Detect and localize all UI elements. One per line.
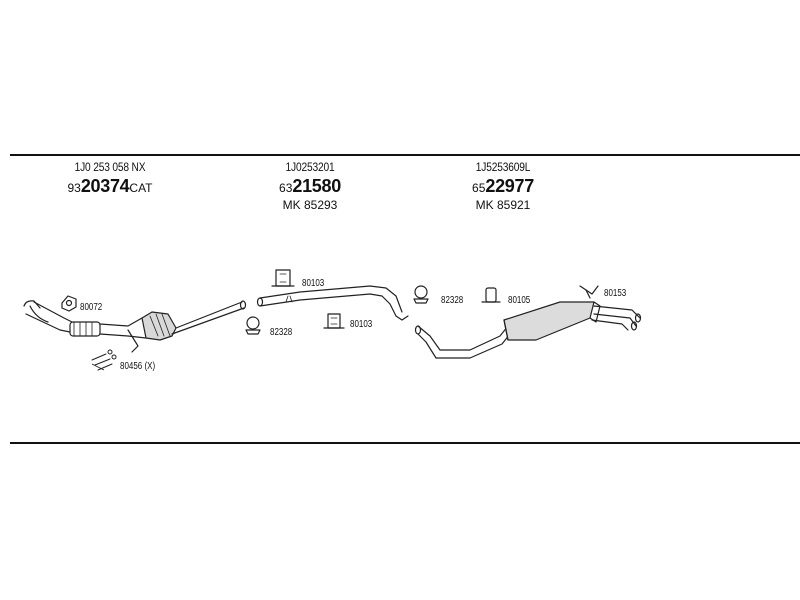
clamp-icon (245, 316, 261, 335)
top-divider (10, 154, 800, 156)
part-main: 21580 (292, 176, 341, 196)
bottom-divider (10, 442, 800, 444)
bracket-icon (579, 285, 599, 299)
part-prefix: 93 (67, 181, 81, 195)
middle-pipe-drawing (256, 285, 409, 321)
part-suffix: CAT (129, 181, 153, 195)
oe-number: 1J5253609L (475, 160, 531, 174)
section-rear-silencer: 1J5253609L 6522977 MK 85921 (433, 160, 573, 212)
gasket-icon (61, 295, 77, 312)
label-hanger-top: 80103 (302, 278, 325, 289)
part-number: 6522977 (433, 176, 573, 197)
catalytic-converter-drawing (23, 300, 247, 353)
hanger-icon (481, 287, 501, 303)
mk-number: MK 85293 (282, 198, 338, 212)
rear-silencer-drawing (414, 301, 642, 359)
section-catalytic-converter: 1J0 253 058 NX 9320374CAT (40, 160, 180, 197)
oe-number: 1J0 253 058 NX (74, 160, 146, 174)
label-hanger-lower: 80103 (350, 319, 373, 330)
section-middle-pipe: 1J0253201 6321580 MK 85293 (240, 160, 380, 212)
hanger-icon (323, 313, 345, 329)
fitting-kit-icon (91, 349, 117, 371)
label-fitting-kit: 80456 (X) (120, 361, 156, 372)
label-clamp-mid: 82328 (270, 327, 293, 338)
part-prefix: 63 (279, 181, 293, 195)
label-gasket: 80072 (80, 302, 103, 313)
label-hanger-rear: 80105 (508, 295, 531, 306)
label-bracket: 80153 (604, 288, 627, 299)
label-clamp-right: 82328 (441, 295, 464, 306)
part-main: 22977 (485, 176, 534, 196)
part-main: 20374 (80, 176, 130, 196)
part-number: 6321580 (240, 176, 380, 197)
hanger-icon (271, 269, 295, 287)
part-number: 9320374CAT (40, 176, 180, 197)
oe-number: 1J0253201 (285, 160, 335, 174)
clamp-icon (413, 285, 429, 304)
mk-number: MK 85921 (475, 198, 531, 212)
part-prefix: 65 (472, 181, 486, 195)
